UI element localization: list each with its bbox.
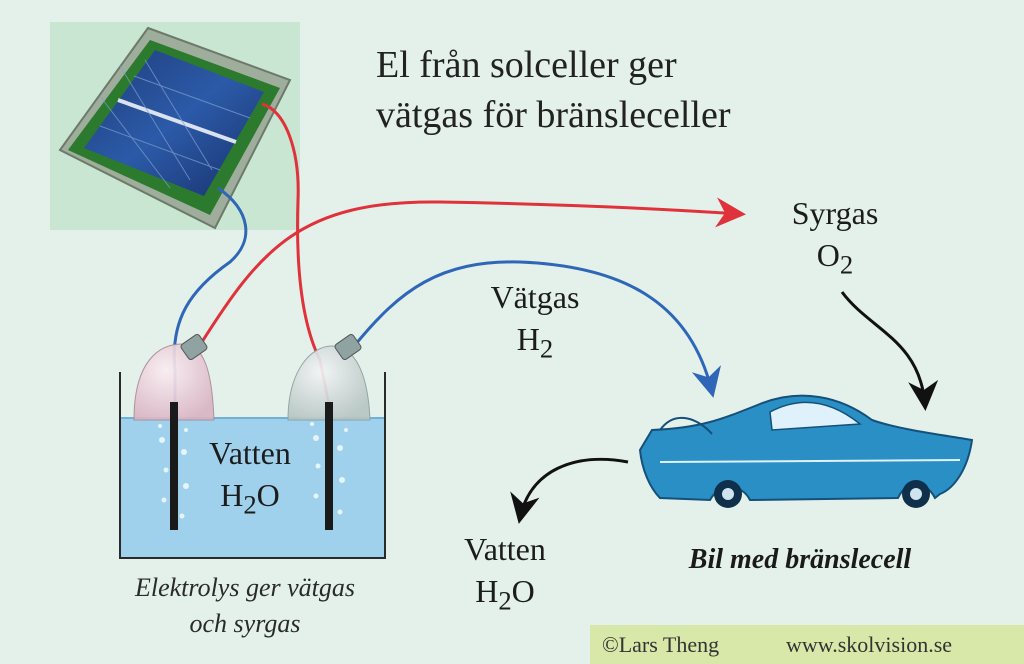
car-side-trim bbox=[659, 459, 961, 463]
red-wire-solar bbox=[261, 102, 334, 421]
car-caption: Bil med bränslecell bbox=[688, 544, 912, 575]
oxygen-label: Syrgas O2 bbox=[760, 192, 910, 285]
solar-panel-cells bbox=[84, 50, 264, 196]
solar-panel-seam bbox=[117, 98, 237, 144]
oxygen-arrow bbox=[198, 197, 746, 346]
right-electrode bbox=[325, 402, 333, 530]
electrolysis-caption-line-2: och syrgas bbox=[189, 609, 301, 638]
beaker-walls bbox=[119, 372, 386, 559]
car-front-hubcap bbox=[722, 488, 734, 500]
beaker-water-name: Vatten bbox=[209, 435, 291, 471]
fuel-cell-car bbox=[638, 394, 974, 508]
oxygen-formula: O2 bbox=[816, 237, 854, 280]
beaker-water-label: Vatten H2O bbox=[170, 432, 330, 525]
title-line-2: vätgas för bränsleceller bbox=[376, 94, 731, 136]
water-output-formula: H2O bbox=[475, 573, 535, 616]
water-output-label: Vatten H2O bbox=[430, 528, 580, 621]
car-to-water-arrow bbox=[510, 457, 629, 524]
car-windshield bbox=[769, 401, 862, 431]
author-credit: ©Lars Theng bbox=[602, 632, 720, 657]
left-electrode bbox=[170, 402, 178, 530]
diagram-title: El från solceller ger vätgas för bränsle… bbox=[376, 40, 731, 140]
electrolysis-caption: Elektrolys ger vätgas och syrgas bbox=[90, 570, 400, 642]
gas-bubbles bbox=[158, 422, 348, 519]
car-hood bbox=[659, 417, 713, 435]
electrolysis-caption-line-1: Elektrolys ger vätgas bbox=[135, 573, 355, 602]
oxygen-name: Syrgas bbox=[791, 195, 879, 231]
credits-bar: ©Lars Theng www.skolvision.se bbox=[590, 625, 1024, 664]
water-output-name: Vatten bbox=[464, 531, 546, 567]
hydrogen-label: Vätgas H2 bbox=[455, 276, 615, 369]
hydrogen-arrow bbox=[353, 260, 721, 398]
hydrogen-name: Vätgas bbox=[490, 279, 580, 315]
right-collection-dome bbox=[287, 345, 371, 421]
right-valve bbox=[334, 333, 362, 361]
title-line-1: El från solceller ger bbox=[376, 44, 677, 86]
solar-panel bbox=[50, 22, 300, 230]
blue-wire-solar bbox=[172, 186, 248, 420]
beaker-water-formula: H2O bbox=[220, 477, 280, 520]
car-rear-hubcap bbox=[910, 488, 922, 500]
oxygen-to-car-arrow bbox=[840, 291, 939, 411]
hydrogen-formula: H2 bbox=[516, 321, 554, 364]
electrolysis-beaker bbox=[119, 333, 386, 559]
left-valve bbox=[180, 333, 208, 361]
website-link[interactable]: www.skolvision.se bbox=[786, 632, 953, 657]
solar-panel-gridlines bbox=[99, 59, 251, 189]
